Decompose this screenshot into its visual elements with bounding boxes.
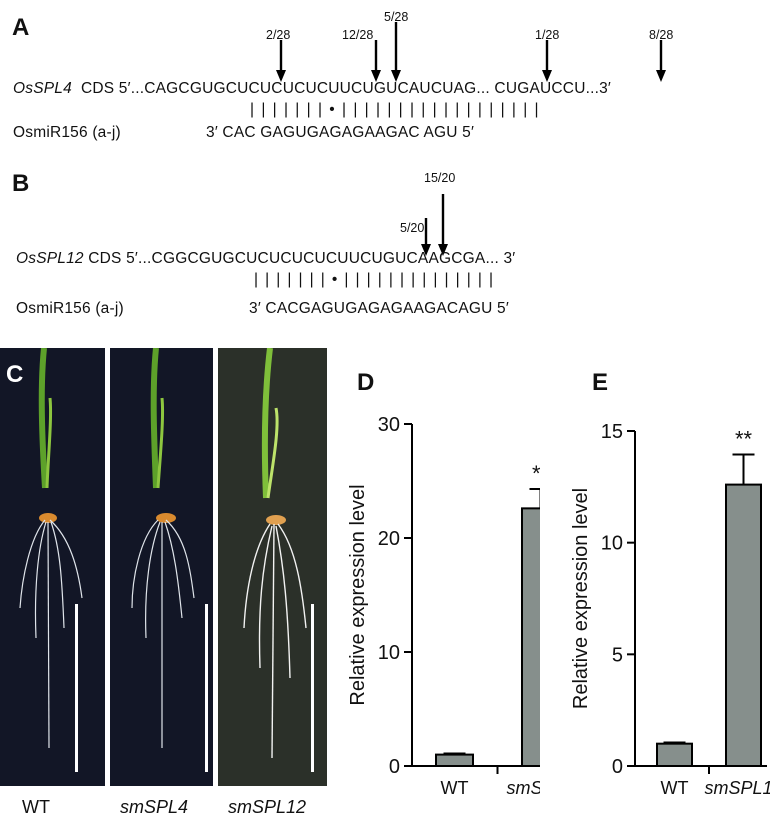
panel-a-gene-name: OsSPL4 (13, 80, 72, 97)
panel-a-cds-label: CDS (80, 80, 115, 97)
panel-b-cleavage-arrows (421, 194, 448, 256)
seedling-wt-drawing: C (6, 348, 83, 749)
panel-b-target-row: OsSPL12 CDS 5′...CGGCGUGCUCUCUCUCUUCUGUC… (16, 250, 515, 268)
scale-bar-smspl4 (205, 604, 208, 772)
panel-b-mirna-sequence: 3′ CACGAGUGAGAGAAGACAGU 5′ (249, 300, 509, 317)
panel-a-cleavage-arrows (276, 22, 666, 82)
chart-d-xtick-label-1: smSPL4 (506, 778, 540, 798)
seedling-smspl12-drawing (243, 348, 307, 759)
panel-d-letter: D (357, 369, 375, 396)
chart-d-bar-0 (435, 753, 474, 768)
chart-e-bar-0 (656, 742, 693, 767)
panel-b-target-sequence: 5′...CGGCGUGCUCUCUCUCUUCUGUCAAGCGA... 3′ (126, 250, 516, 267)
scale-bar-wt (75, 604, 78, 772)
chart-e-significance-1: ** (735, 426, 753, 451)
chart-d-significance-1: ** (532, 461, 540, 486)
panel-a-fraction-5: 8/28 (649, 28, 674, 42)
chart-e-ylabel: Relative expression level (570, 488, 592, 709)
chart-e-bar-1 (725, 483, 762, 767)
panel-b-gene-name: OsSPL12 (16, 250, 84, 267)
chart-e-ytick-label-3: 15 (601, 421, 623, 443)
panel-b-fraction-2: 15/20 (424, 171, 456, 185)
photo-label-smspl4: smSPL4 (120, 797, 189, 817)
chart-d-ytick-label-2: 20 (378, 528, 400, 550)
panel-b-mirna-label: OsmiR156 (a-j) (16, 300, 124, 317)
panel-a-fraction-2: 12/28 (342, 28, 374, 42)
photo-label-smspl12: smSPL12 (228, 797, 307, 817)
panel-a-mirna-label: OsmiR156 (a-j) (13, 124, 121, 141)
seedling-photo-wt: C (0, 348, 105, 786)
panel-b-letter: B (12, 170, 30, 197)
chart-d-ytick-label-3: 30 (378, 414, 400, 436)
panel-a-pairing: |||||||•|||||||||||||||||| (250, 101, 546, 118)
panel-a-mirna-sequence: 3′ CAC GAGUGAGAGAAGAC AGU 5′ (206, 124, 475, 141)
chart-e-xtick-label-0: WT (661, 778, 689, 798)
panel-e-letter: E (592, 369, 609, 396)
photo-label-wt: WT (22, 797, 50, 817)
panel-b-cds-label: CDS (88, 250, 122, 267)
chart-d-ylabel: Relative expression level (347, 484, 369, 705)
panel-a-letter: A (12, 14, 30, 41)
panel-a-fraction-1: 2/28 (266, 28, 291, 42)
chart-d-bar-1 (521, 507, 540, 768)
panel-a-fraction-3: 5/28 (384, 10, 409, 24)
seedling-photo-smspl4 (110, 348, 213, 786)
chart-d-ytick-label-0: 0 (389, 756, 400, 778)
chart-d-xtick-label-0: WT (441, 778, 469, 798)
chart-e-ytick-label-1: 5 (612, 644, 623, 666)
chart-e-ytick-label-0: 0 (612, 756, 623, 778)
panel-a-target-row: OsSPL4 CDS 5′...CAGCGUGCUCUCUCUCUUCUGUCA… (13, 80, 611, 98)
panel-a-target-sequence: 5′...CAGCGUGCUCUCUCUCUUCUGUCAUCUAG... CU… (118, 80, 612, 97)
chart-e-xtick-label-1: smSPL12 (704, 778, 770, 798)
panel-a-fraction-4: 1/28 (535, 28, 560, 42)
panel-b-fraction-1: 5/20 (400, 221, 425, 235)
seedling-photo-smspl12 (218, 348, 327, 786)
seedling-smspl4-drawing (131, 348, 195, 748)
chart-e-ytick-label-2: 10 (601, 533, 623, 555)
panel-c-letter: C (6, 361, 23, 388)
scale-bar-smspl12 (311, 604, 314, 772)
chart-d-ytick-label-1: 10 (378, 642, 400, 664)
panel-b-pairing: |||||||•|||||||||||||| (254, 271, 501, 288)
